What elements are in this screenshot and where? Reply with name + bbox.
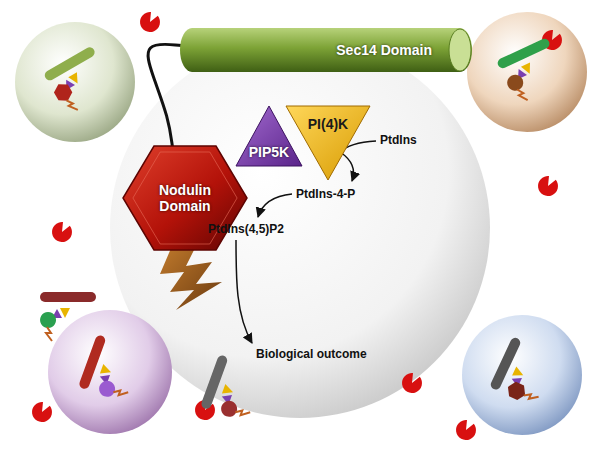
molecule-label: PtdIns(4,5)P2 xyxy=(208,222,284,236)
node-label: Sec14 Domain xyxy=(336,42,432,58)
decoration xyxy=(32,12,568,440)
pacman-symbol xyxy=(402,373,422,393)
reaction-arrows xyxy=(236,141,376,343)
corner-sphere xyxy=(467,12,587,132)
node-label: Nodulin Domain xyxy=(141,182,229,214)
molecule-label: Biological outcome xyxy=(256,347,367,361)
pacman-symbol xyxy=(140,12,160,32)
pacman-symbol xyxy=(32,402,52,422)
module-icon xyxy=(496,37,567,105)
corner-sphere xyxy=(462,315,582,435)
pacman-symbol xyxy=(538,176,558,196)
pacman-symbol xyxy=(52,222,72,242)
node-label: PIP5K xyxy=(249,144,289,160)
molecule-label: PtdIns xyxy=(380,133,417,147)
module-icon xyxy=(78,334,143,403)
corner-sphere xyxy=(48,310,172,434)
lightning-bolt xyxy=(160,246,222,310)
pacman-symbol xyxy=(456,420,476,440)
module-icon xyxy=(43,45,116,115)
molecule-label: PtdIns-4-P xyxy=(296,187,355,201)
domain-cylinder: Sec14 Domain xyxy=(180,28,472,72)
module-icon xyxy=(200,354,265,423)
reaction-arrow xyxy=(258,194,292,217)
module-icon xyxy=(40,292,96,341)
module-icon xyxy=(489,336,557,407)
node-label: PI(4)K xyxy=(308,116,348,132)
kinase-triangle: PI(4)K xyxy=(286,106,370,180)
corner-sphere xyxy=(15,22,135,142)
linker-line xyxy=(148,44,182,148)
reaction-arrow xyxy=(236,240,252,343)
